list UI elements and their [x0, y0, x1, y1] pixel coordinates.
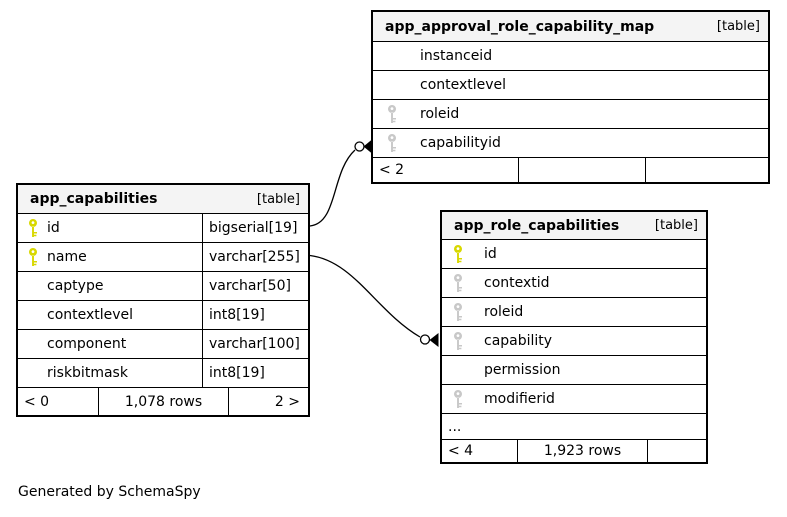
more-columns-ellipsis: ... — [442, 413, 706, 439]
column-name: contextlevel — [47, 307, 134, 323]
column-row: contextid — [442, 268, 706, 297]
relationship-id-to-capabilityid — [309, 139, 372, 227]
column-row: modifierid — [442, 384, 706, 413]
table-app-approval-role-capability-map[interactable]: app_approval_role_capability_map [table]… — [371, 10, 770, 184]
footer-children-count: 2 > — [228, 388, 308, 415]
column-name: name — [47, 249, 87, 265]
foreign-key-icon — [453, 302, 463, 322]
column-name: roleid — [420, 106, 460, 122]
column-row: capabilityid — [373, 128, 768, 157]
footer-row-count: 1,078 rows — [98, 388, 228, 415]
column-type: int8[19] — [209, 365, 265, 381]
column-name: contextlevel — [420, 77, 507, 93]
column-name: id — [484, 246, 497, 262]
column-row: captype varchar[50] — [18, 271, 308, 300]
table-header: app_approval_role_capability_map [table] — [373, 12, 768, 41]
column-name: modifierid — [484, 391, 555, 407]
column-name: roleid — [484, 304, 524, 320]
table-type-badge: [table] — [256, 191, 300, 207]
table-app-capabilities[interactable]: app_capabilities [table] id bigserial[19… — [16, 183, 310, 417]
column-row: component varchar[100] — [18, 329, 308, 358]
footer-parents-count: < 4 — [448, 443, 474, 459]
relationship-name-to-capability — [309, 254, 439, 347]
footer-children-count — [645, 158, 768, 182]
column-row: capability — [442, 326, 706, 355]
column-type: int8[19] — [209, 307, 265, 323]
column-row: roleid — [442, 297, 706, 326]
table-footer: < 0 1,078 rows 2 > — [18, 387, 308, 415]
foreign-key-icon — [453, 331, 463, 351]
primary-key-icon — [28, 247, 38, 267]
table-app-role-capabilities[interactable]: app_role_capabilities [table] id context… — [440, 210, 708, 464]
foreign-key-icon — [387, 104, 397, 124]
column-type: varchar[50] — [209, 278, 291, 294]
column-row: riskbitmask int8[19] — [18, 358, 308, 387]
generated-by-caption: Generated by SchemaSpy — [18, 484, 201, 500]
footer-parents-count: < 2 — [379, 162, 405, 178]
foreign-key-icon — [453, 273, 463, 293]
footer-parents-count: < 0 — [24, 393, 50, 410]
table-type-badge: [table] — [654, 218, 698, 233]
table-header: app_capabilities [table] — [18, 185, 308, 213]
footer-children-count — [647, 440, 706, 462]
column-row: roleid — [373, 99, 768, 128]
primary-key-icon — [453, 244, 463, 264]
table-type-badge: [table] — [716, 19, 760, 34]
footer-row-count — [518, 158, 645, 182]
table-title[interactable]: app_role_capabilities — [454, 217, 620, 234]
footer-row-count: 1,923 rows — [517, 440, 647, 462]
table-title[interactable]: app_capabilities — [30, 191, 158, 207]
column-row: instanceid — [373, 41, 768, 70]
column-name: component — [47, 336, 127, 352]
column-name: captype — [47, 278, 104, 294]
column-row: name varchar[255] — [18, 242, 308, 271]
column-row: contextlevel — [373, 70, 768, 99]
column-name: id — [47, 220, 60, 236]
primary-key-icon — [28, 218, 38, 238]
column-type: varchar[255] — [209, 249, 300, 265]
column-type: bigserial[19] — [209, 220, 298, 236]
table-footer: < 4 1,923 rows — [442, 439, 706, 462]
foreign-key-icon — [453, 389, 463, 409]
column-type: varchar[100] — [209, 336, 300, 352]
table-header: app_role_capabilities [table] — [442, 212, 706, 239]
column-name: instanceid — [420, 48, 493, 64]
foreign-key-icon — [387, 133, 397, 153]
table-title[interactable]: app_approval_role_capability_map — [385, 18, 655, 35]
column-row: permission — [442, 355, 706, 384]
column-name: riskbitmask — [47, 365, 128, 381]
column-name: capabilityid — [420, 135, 501, 151]
column-name: contextid — [484, 275, 550, 291]
table-footer: < 2 — [373, 157, 768, 182]
column-name: capability — [484, 333, 553, 349]
column-row: id bigserial[19] — [18, 213, 308, 242]
column-row: id — [442, 239, 706, 268]
column-row: contextlevel int8[19] — [18, 300, 308, 329]
column-name: permission — [484, 362, 561, 378]
